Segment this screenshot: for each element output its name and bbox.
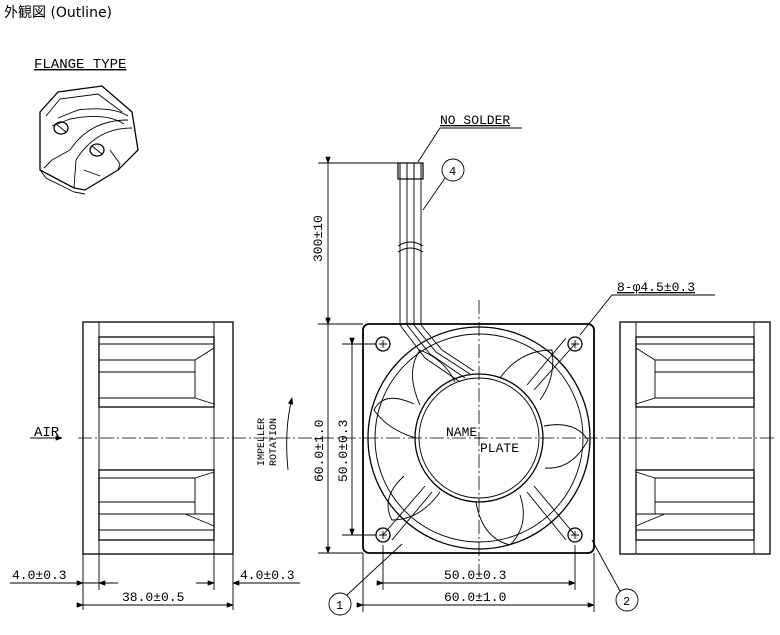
hole-pitch-vertical-value: 50.0±0.3 <box>336 420 351 482</box>
lead-length-dimension: 300±10 <box>311 156 398 325</box>
name-plate-label-line1: NAME <box>446 425 477 440</box>
impeller-rotation-label-line2: ROTATION <box>269 418 280 466</box>
flange-left-dimension: 4.0±0.3 <box>12 568 67 583</box>
flange-type-label: FLANGE TYPE <box>34 57 126 73</box>
lead-wires <box>397 162 424 325</box>
page-title: 外観図 (Outline) <box>4 5 113 21</box>
frame-height-value: 60.0±1.0 <box>312 420 327 482</box>
right-side-view <box>619 321 771 555</box>
no-solder-label: NO SOLDER <box>440 113 510 128</box>
hole-pitch-horizontal-value: 50.0±0.3 <box>444 568 506 583</box>
flange-type-sketch <box>39 85 139 195</box>
flange-right-dimension: 4.0±0.3 <box>240 568 295 583</box>
depth-dimension: 38.0±0.5 <box>122 590 184 605</box>
callout-4: 4 <box>422 158 465 211</box>
lead-length-value: 300±10 <box>311 215 326 262</box>
front-view: NAME PLATE <box>362 300 595 575</box>
air-flow-arrow: AIR <box>30 425 63 441</box>
impeller-rotation-indicator: IMPELLER ROTATION <box>257 397 294 471</box>
left-side-view <box>82 321 234 555</box>
front-horizontal-dimensions: 50.0±0.3 60.0±1.0 <box>356 545 595 612</box>
no-solder-note: NO SOLDER <box>417 113 522 163</box>
impeller-blades <box>373 349 589 546</box>
callout-2: 2 <box>591 539 639 612</box>
name-plate-label-line2: PLATE <box>480 441 519 456</box>
hole-spec-label: 8-φ4.5±0.3 <box>617 280 695 295</box>
frame-width-value: 60.0±1.0 <box>444 590 506 605</box>
air-label: AIR <box>34 425 60 441</box>
depth-dimensions: 4.0±0.3 4.0±0.3 38.0±0.5 <box>10 554 300 610</box>
callout-1: 1 <box>328 543 403 616</box>
impeller-rotation-label-line1: IMPELLER <box>257 418 268 466</box>
hole-spec-note: 8-φ4.5±0.3 <box>579 280 715 336</box>
callout-4-number: 4 <box>449 165 456 179</box>
frame-height-dimensions: 60.0±1.0 50.0±0.3 <box>312 317 376 554</box>
callout-2-number: 2 <box>623 595 630 609</box>
callout-1-number: 1 <box>336 599 343 613</box>
